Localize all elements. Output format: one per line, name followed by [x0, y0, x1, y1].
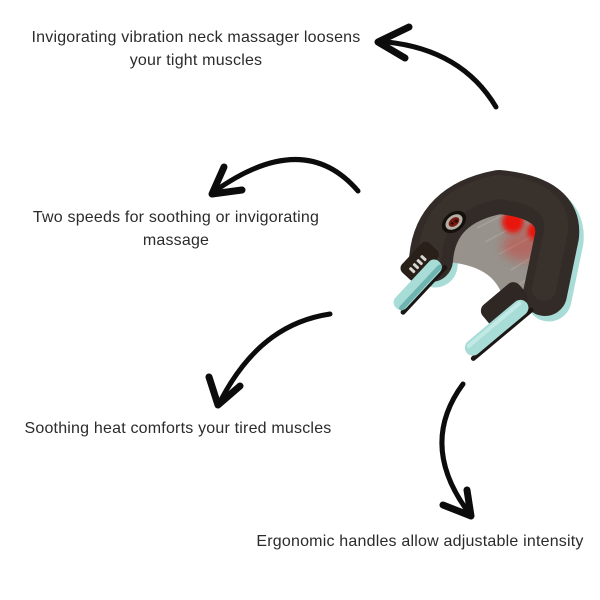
right-handle-grip	[464, 299, 529, 356]
left-handle-grip	[393, 259, 442, 311]
caption-vibration-feature: Invigorating vibration neck massager loo…	[31, 29, 361, 69]
left-handle	[393, 241, 448, 315]
control-dial	[441, 210, 467, 234]
caption-ergonomic-handles-feature: Ergonomic handles allow adjustable inten…	[256, 533, 584, 550]
caption-two-speeds-feature: Two speeds for soothing or invigorating …	[32, 209, 320, 249]
right-handle-cap	[480, 282, 528, 327]
arrow-vibration-to-massager	[374, 23, 499, 110]
left-handle-edge	[400, 265, 448, 315]
body-sheen-highlight	[418, 175, 569, 301]
right-handle-edge	[470, 307, 534, 361]
arrow-heat-to-caption	[205, 311, 333, 409]
caption-soothing-heat-feature: Soothing heat comforts your tired muscle…	[24, 420, 332, 437]
right-handle	[464, 282, 534, 361]
massager-body	[409, 170, 580, 316]
left-handle-grip-shade	[399, 264, 443, 311]
arrow-speeds-to-caption	[208, 157, 361, 198]
right-handle-grip-highlight	[466, 301, 522, 348]
brand-marks	[409, 255, 427, 274]
neck-massager-product-image	[393, 170, 584, 361]
arrow-ergonomic-to-caption	[439, 381, 475, 520]
